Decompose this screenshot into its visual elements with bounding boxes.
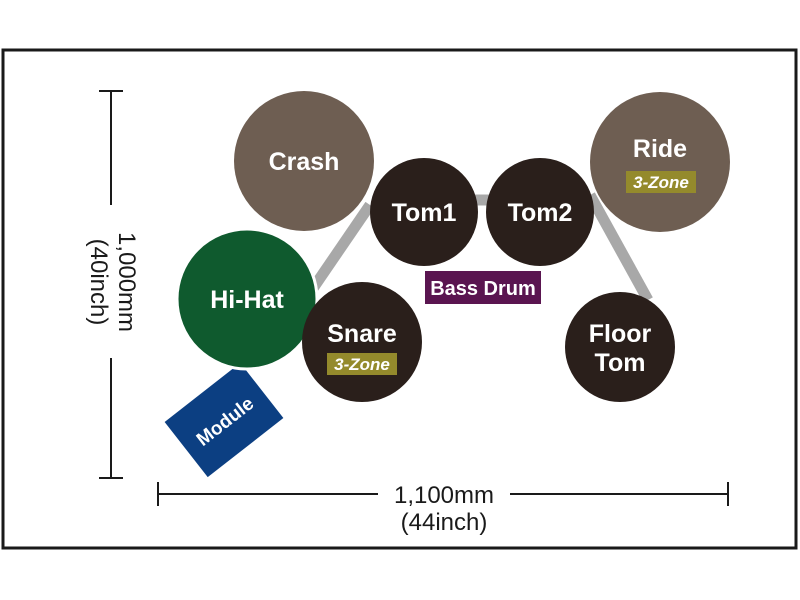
snare-zone-label: 3-Zone bbox=[334, 355, 390, 374]
depth-inch-label: (40inch) bbox=[85, 239, 112, 326]
module-box: Module bbox=[164, 362, 284, 478]
width-dimension: 1,100mm (44inch) bbox=[157, 482, 729, 536]
tom2-label: Tom2 bbox=[508, 199, 573, 227]
snare-zone-badge bbox=[327, 353, 397, 375]
floor-tom-pad: Floor Tom bbox=[565, 292, 675, 402]
ride-pad: Ride 3-Zone bbox=[590, 92, 730, 232]
depth-dimension: 1,000mm (40inch) bbox=[85, 90, 140, 479]
width-inch-label: (44inch) bbox=[401, 509, 488, 536]
crash-pad: Crash bbox=[234, 91, 374, 231]
ride-zone-badge bbox=[626, 171, 696, 193]
rack-bar-right bbox=[585, 192, 653, 303]
tom1-pad: Tom1 bbox=[370, 158, 478, 266]
snare-label: Snare bbox=[327, 320, 397, 348]
bass-drum-label: Bass Drum bbox=[430, 278, 536, 300]
ride-zone-label: 3-Zone bbox=[633, 173, 689, 192]
ride-label: Ride bbox=[633, 135, 687, 163]
floor-tom-label-line1: Floor bbox=[589, 320, 652, 348]
snare-pad: Snare 3-Zone bbox=[302, 282, 422, 402]
depth-mm-label: 1,000mm bbox=[113, 232, 140, 332]
hihat-label: Hi-Hat bbox=[210, 286, 284, 314]
bass-drum-box: Bass Drum bbox=[425, 271, 541, 304]
width-mm-label: 1,100mm bbox=[394, 482, 494, 509]
floor-tom-label-line2: Tom bbox=[595, 349, 646, 377]
crash-label: Crash bbox=[269, 148, 340, 176]
tom2-pad: Tom2 bbox=[486, 158, 594, 266]
tom1-label: Tom1 bbox=[392, 199, 457, 227]
hihat-pad: Hi-Hat bbox=[175, 227, 319, 371]
